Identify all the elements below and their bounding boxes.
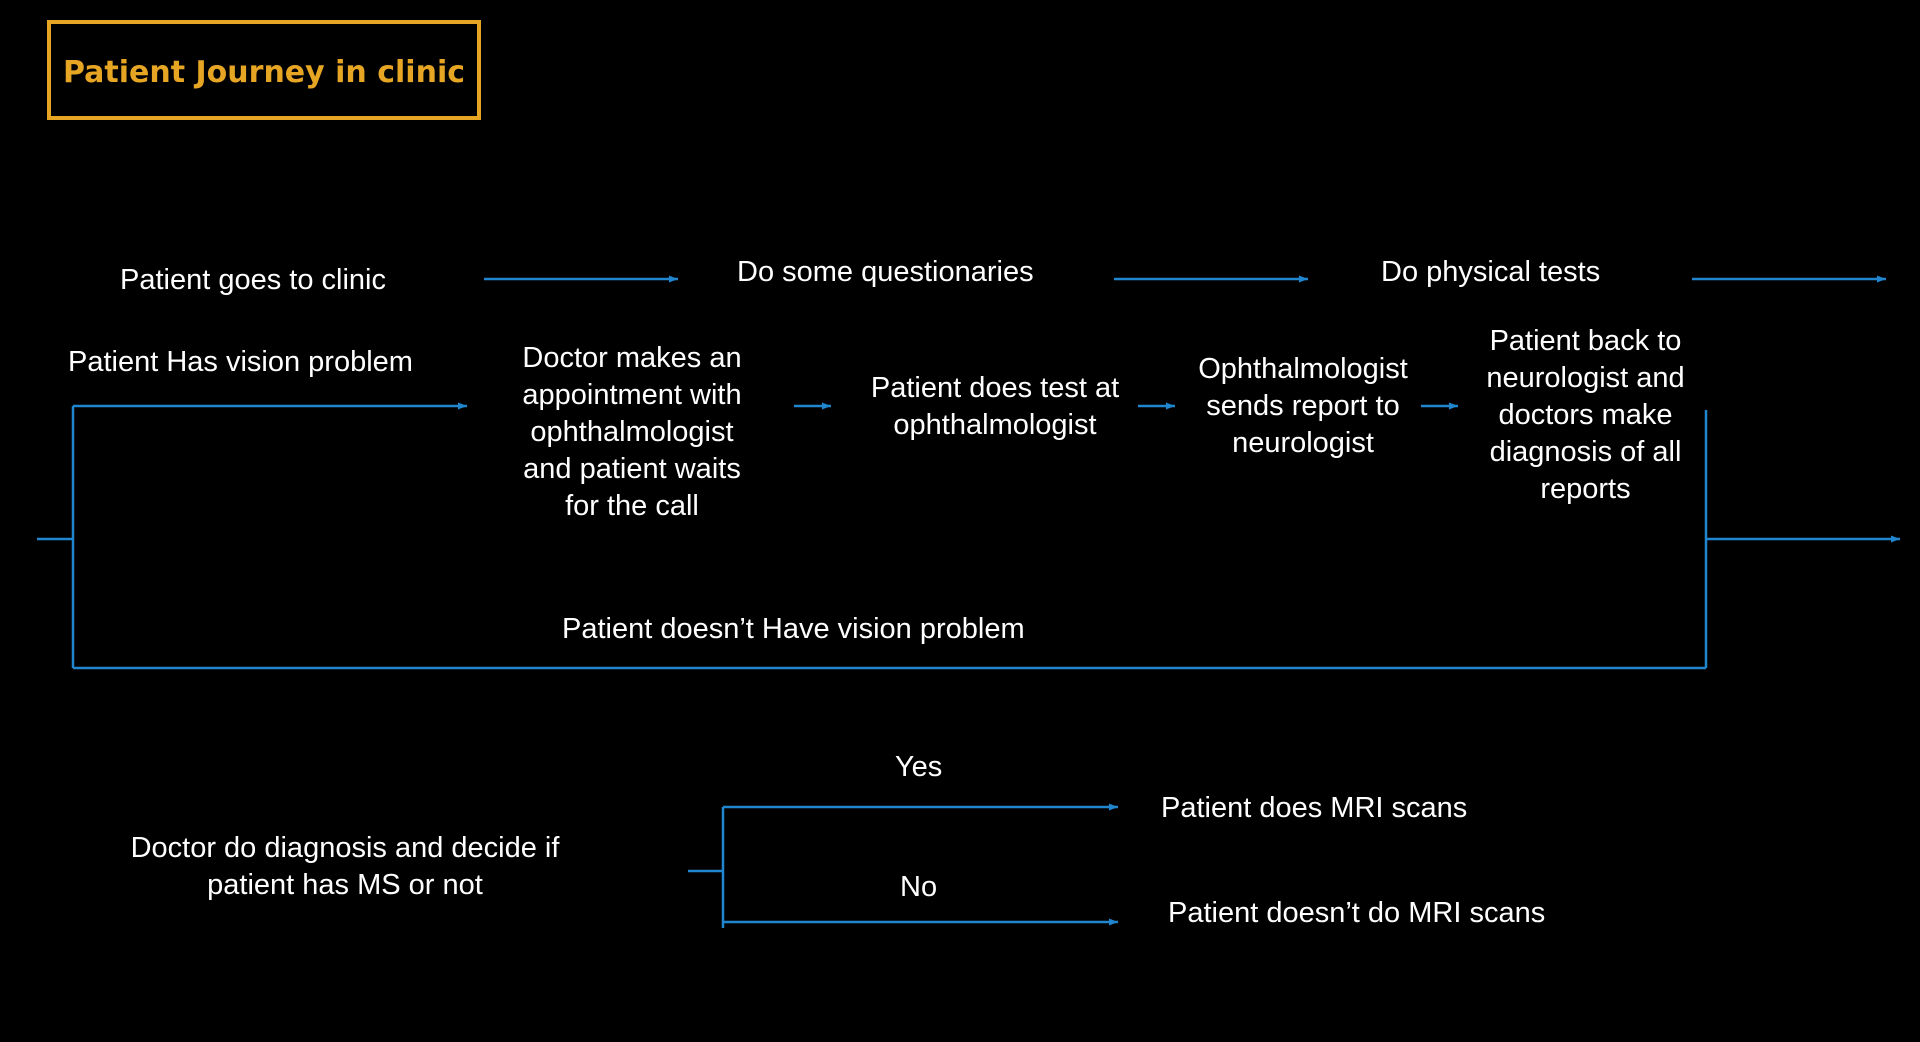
- decision-yes-label: Yes: [895, 751, 943, 783]
- page-title: Patient Journey in clinic: [62, 54, 466, 90]
- step-patient-goes-to-clinic: Patient goes to clinic: [120, 264, 386, 296]
- branch-has-vision-problem: Patient Has vision problem: [68, 346, 413, 378]
- decision-no-label: No: [900, 871, 938, 903]
- step-ophthalmologist-report: Ophthalmologist sends report to neurolog…: [1198, 353, 1408, 459]
- step-do-physical-tests: Do physical tests: [1381, 256, 1601, 288]
- outcome-mri-scans: Patient does MRI scans: [1161, 792, 1468, 824]
- step-test-at-ophthalmologist: Patient does test at ophthalmologist: [870, 372, 1120, 441]
- branch-no-vision-problem: Patient doesn’t Have vision problem: [562, 613, 1025, 645]
- step-do-questionaries: Do some questionaries: [737, 256, 1034, 288]
- outcome-no-mri-scans: Patient doesn’t do MRI scans: [1168, 897, 1546, 929]
- decision-question: Doctor do diagnosis and decide if patien…: [130, 832, 560, 901]
- step-doctor-appointment: Doctor makes an appointment with ophthal…: [522, 342, 742, 522]
- title-box: Patient Journey in clinic: [47, 20, 481, 120]
- step-patient-back-diagnosis: Patient back to neurologist and doctors …: [1486, 325, 1685, 505]
